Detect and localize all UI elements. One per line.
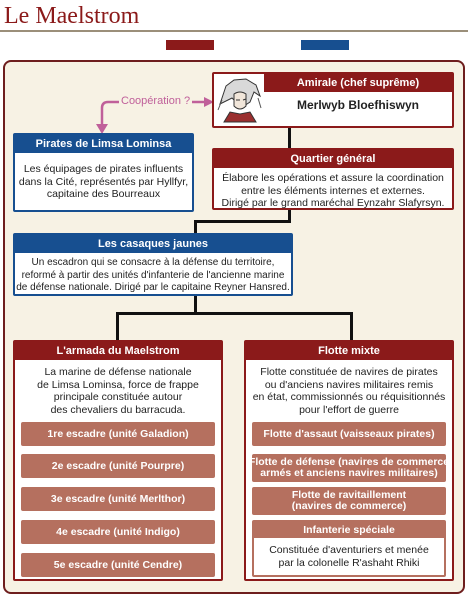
fleet-assault-item: Flotte d'assaut (vaisseaux pirates) xyxy=(252,422,446,446)
legend-maelstrom-swatch xyxy=(166,40,214,50)
connector-to-armada xyxy=(116,312,119,341)
admiral-name: Merlwyb Bloefhiswyn xyxy=(296,98,420,112)
fleet-line: ou d'anciens navires militaires remis xyxy=(264,378,434,391)
armada-line: La marine de défense nationale xyxy=(44,366,192,378)
admiral-portrait-icon xyxy=(216,76,262,124)
fleet-line: en état, commissionnés ou réquisitionnés xyxy=(252,391,446,403)
pirates-line: capitaine des Bourreaux xyxy=(46,188,161,200)
infantry-box: Infanterie spéciale Constituée d'aventur… xyxy=(252,520,446,577)
connector-trunk-bend xyxy=(194,220,291,223)
page-title: Le Maelstrom xyxy=(4,3,140,29)
pirates-line: dans la Cité, représentés par Hyllfyr, xyxy=(18,175,189,188)
connector-to-fleet xyxy=(350,312,353,341)
casaques-line: Un escadron qui se consacre à la défense… xyxy=(31,257,275,268)
pirates-header: Pirates de Limsa Lominsa xyxy=(15,135,192,153)
armada-line: des chevaliers du barracuda. xyxy=(50,403,186,416)
fleet-header: Flotte mixte xyxy=(246,342,452,360)
squadron-item: 1re escadre (unité Galadion) xyxy=(21,422,215,446)
fleet-defense-line: armés et anciens navires militaires) xyxy=(260,467,438,479)
fleet-supply-item: Flotte de ravitaillement (navires de com… xyxy=(252,487,446,515)
pirates-line: Les équipages de pirates influents xyxy=(23,163,184,175)
connector-hq-trunk xyxy=(288,208,291,222)
fleet-line: Flotte constituée de navires de pirates xyxy=(260,366,438,378)
connector-split xyxy=(116,312,353,315)
squadron-item: 2e escadre (unité Pourpre) xyxy=(21,454,215,478)
fleet-supply-line: Flotte de ravitaillement xyxy=(291,489,407,501)
armada-box: L'armada du Maelstrom La marine de défen… xyxy=(13,340,223,581)
hq-box: Quartier général Élabore les opérations … xyxy=(212,148,454,210)
legend-allied-swatch xyxy=(301,40,349,50)
infantry-header: Infanterie spéciale xyxy=(254,522,444,538)
squadron-item: 4e escadre (unité Indigo) xyxy=(21,520,215,544)
casaques-box: Les casaques jaunes Un escadron qui se c… xyxy=(13,233,293,296)
hq-line: Élabore les opérations et assure la coor… xyxy=(222,172,444,184)
cooperation-label: Coopération ? xyxy=(119,95,193,107)
squadron-item: 5e escadre (unité Cendre) xyxy=(21,553,215,577)
fleet-defense-item: Flotte de défense (navires de commerce a… xyxy=(248,454,450,482)
hq-line: entre les éléments internes et externes. xyxy=(241,184,425,197)
cooperation-arrow xyxy=(96,97,214,134)
fleet-supply-line: (navires de commerce) xyxy=(291,500,407,512)
fleet-defense-line: Flotte de défense (navires de commerce xyxy=(248,456,450,468)
casaques-line: reformé à partir des unités d'infanterie… xyxy=(21,269,285,281)
fleet-box: Flotte mixte Flotte constituée de navire… xyxy=(244,340,454,581)
fleet-line: pour l'effort de guerre xyxy=(299,403,399,416)
connector-admiral-hq xyxy=(288,126,291,150)
hq-header: Quartier général xyxy=(214,150,452,168)
admiral-header: Amirale (chef suprême) xyxy=(264,74,452,92)
armada-line: principale constituée autour xyxy=(53,391,183,403)
casaques-header: Les casaques jaunes xyxy=(15,235,291,253)
infantry-line: par la colonelle R'ashaht Rhiki xyxy=(278,556,420,569)
armada-line: de Limsa Lominsa, force de frappe xyxy=(37,378,199,391)
hq-line: Dirigé par le grand maréchal Eynzahr Sla… xyxy=(221,197,445,209)
casaques-line: de défense nationale. Dirigé par le capi… xyxy=(16,282,290,293)
infantry-line: Constituée d'aventuriers et menée xyxy=(269,544,429,556)
admiral-box: Amirale (chef suprême) Merlwyb Bloefhisw… xyxy=(212,72,454,128)
squadron-item: 3e escadre (unité Merlthor) xyxy=(21,487,215,511)
pirates-box: Pirates de Limsa Lominsa Les équipages d… xyxy=(13,133,194,212)
title-divider xyxy=(0,30,468,32)
armada-header: L'armada du Maelstrom xyxy=(15,342,221,360)
